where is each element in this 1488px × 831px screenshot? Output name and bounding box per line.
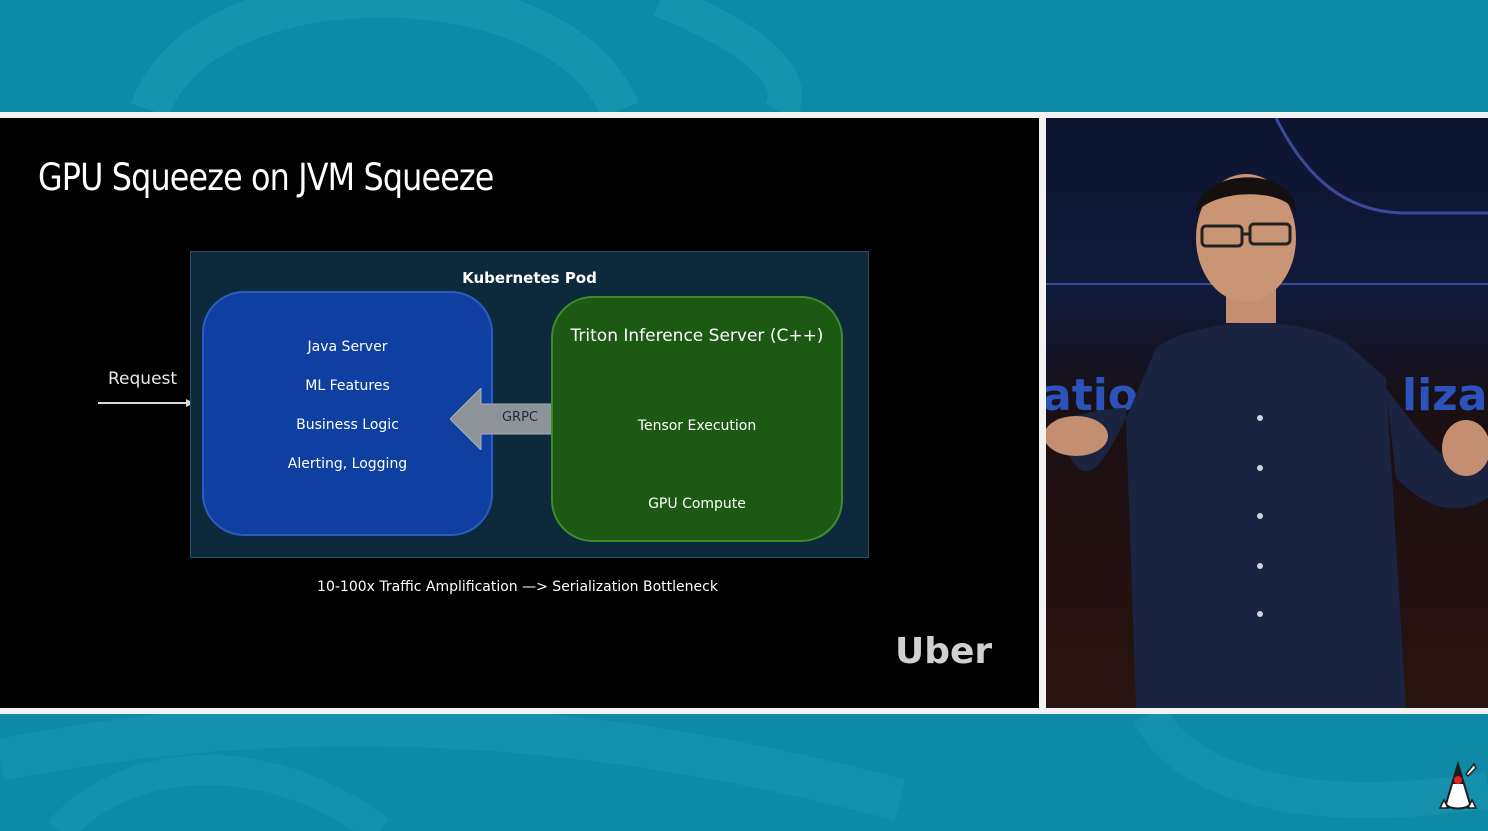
grpc-label: GRPC bbox=[501, 410, 539, 425]
duke-mascot-icon bbox=[1438, 760, 1478, 810]
svg-text:lizat: lizat bbox=[1402, 370, 1488, 421]
java-server-item: Alerting, Logging bbox=[287, 456, 408, 472]
presentation-slide: GPU Squeeze on JVM Squeeze Request Kuber… bbox=[0, 118, 1039, 708]
triton-item: GPU Compute bbox=[648, 496, 746, 512]
speaker-image: atio lizat bbox=[1046, 118, 1488, 708]
uber-logo: Uber bbox=[895, 631, 993, 672]
caption-text: 10-100x Traffic Amplification —> Seriali… bbox=[317, 579, 718, 595]
pod-title: Kubernetes Pod bbox=[462, 269, 597, 287]
request-arrow-icon bbox=[98, 399, 194, 407]
kubernetes-pod-container: Kubernetes Pod Java Server ML Features B… bbox=[190, 251, 869, 558]
slide-title: GPU Squeeze on JVM Squeeze bbox=[38, 156, 494, 199]
grpc-double-arrow-icon bbox=[450, 388, 590, 450]
slide-caption: 10-100x Traffic Amplification —> Seriali… bbox=[0, 579, 1039, 595]
java-server-item: Business Logic bbox=[296, 417, 399, 433]
java-server-item: Java Server bbox=[307, 339, 388, 355]
speaker-video-panel: atio lizat bbox=[1046, 118, 1488, 708]
triton-title: Triton Inference Server (C++) bbox=[570, 326, 824, 346]
request-label: Request bbox=[108, 369, 178, 389]
triton-item: Tensor Execution bbox=[637, 418, 757, 434]
triton-inference-server-box: Triton Inference Server (C++) Tensor Exe… bbox=[551, 296, 843, 542]
java-server-box: Java Server ML Features Business Logic A… bbox=[202, 291, 493, 536]
java-server-item: ML Features bbox=[305, 378, 390, 394]
